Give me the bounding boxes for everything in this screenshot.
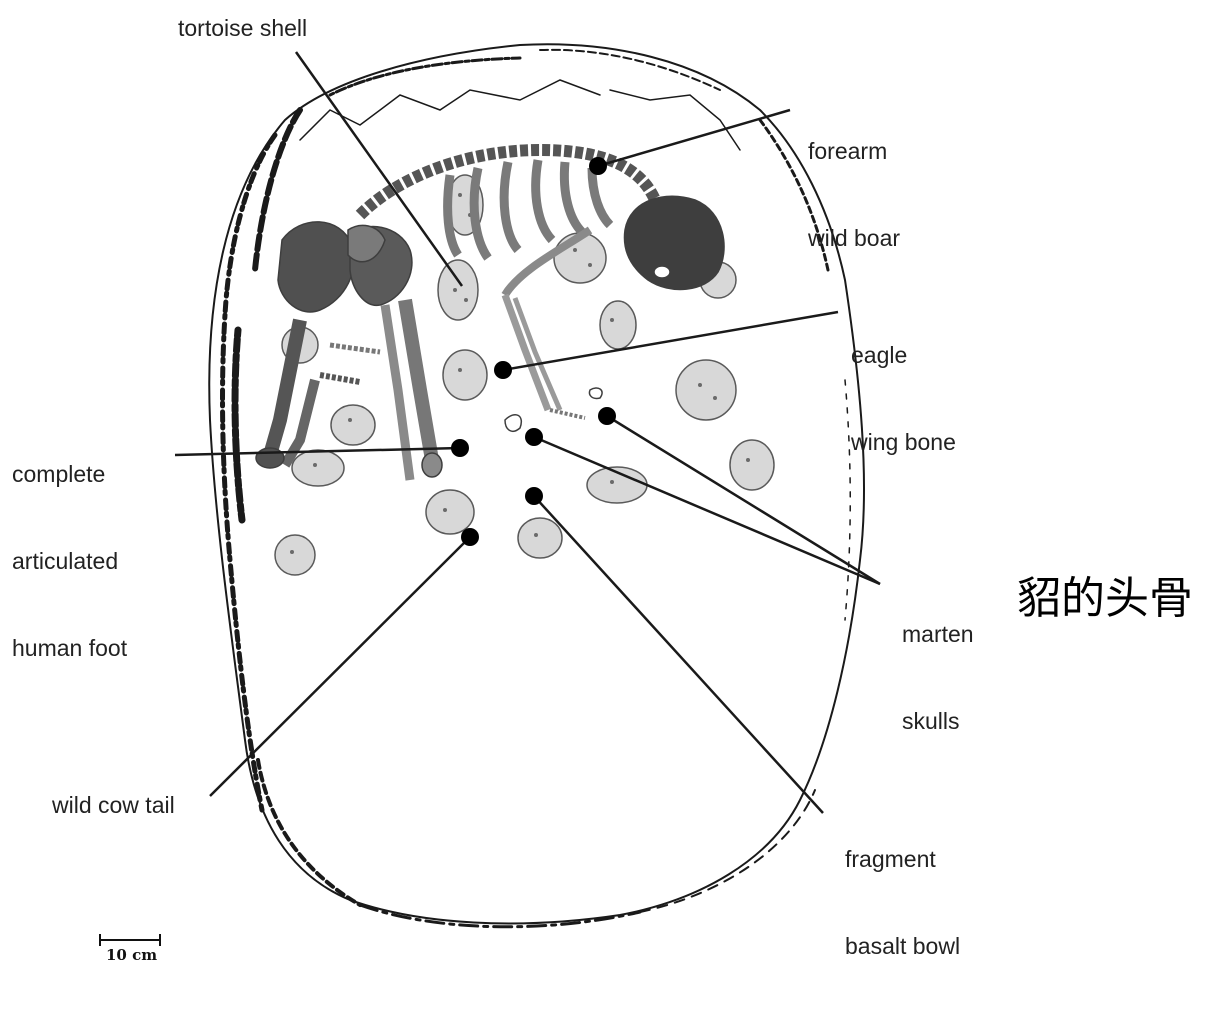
stone — [600, 301, 636, 349]
label-eagle: eagle wing bone — [851, 283, 956, 515]
label-wild-cow-tail: wild cow tail — [52, 791, 175, 820]
label-eagle-line2: wing bone — [851, 428, 956, 457]
stone — [518, 518, 562, 558]
stone — [275, 535, 315, 575]
label-forearm: forearm wild boar — [808, 79, 900, 311]
label-marten-chinese: 貂的头骨 — [1017, 574, 1193, 624]
stone — [331, 405, 375, 445]
stone — [676, 360, 736, 420]
pelvis-left — [278, 222, 354, 312]
label-fragment-line1: fragment — [845, 845, 960, 874]
leader-eagle — [503, 312, 838, 370]
dot-forearm — [589, 157, 607, 175]
scale-bar-label: 10 cm — [106, 946, 157, 964]
burial-diagram: tortoise shell forearm wild boar eagle w… — [0, 0, 1211, 967]
stone — [730, 440, 774, 490]
label-eagle-line1: eagle — [851, 341, 956, 370]
leader-forearm — [598, 110, 790, 166]
label-marten-line1: marten — [902, 620, 974, 649]
dot-marten-b — [598, 407, 616, 425]
label-fragment-line2: basalt bowl — [845, 932, 960, 961]
leader-fragment — [534, 496, 823, 813]
label-foot-line1: complete — [12, 460, 127, 489]
label-forearm-line1: forearm — [808, 137, 900, 166]
leader-cow — [210, 537, 470, 796]
arm-lower-2 — [515, 298, 560, 410]
stone — [426, 490, 474, 534]
small-bones — [589, 388, 602, 398]
label-fragment: fragment basalt bowl — [845, 787, 960, 1019]
label-marten: marten skulls — [902, 562, 974, 794]
burial-drawing — [0, 0, 1211, 967]
label-foot-line2: articulated — [12, 547, 127, 576]
skull-orbit — [654, 266, 670, 278]
dot-fragment — [525, 487, 543, 505]
knee-left — [256, 448, 284, 468]
dot-cow — [461, 528, 479, 546]
dot-foot — [451, 439, 469, 457]
dot-eagle — [494, 361, 512, 379]
dot-marten-a — [525, 428, 543, 446]
small-bones — [505, 415, 521, 432]
scale-bar — [100, 934, 160, 946]
label-tortoise-shell: tortoise shell — [178, 14, 307, 43]
right-hand — [330, 345, 380, 352]
label-forearm-line2: wild boar — [808, 224, 900, 253]
hand-bones — [550, 410, 585, 418]
left-foot — [320, 375, 360, 382]
knee-right — [422, 453, 442, 477]
stone — [438, 260, 478, 320]
stone — [292, 450, 344, 486]
arm-lower — [505, 295, 548, 410]
skull — [624, 196, 724, 289]
femur-right — [405, 300, 432, 460]
skeleton — [256, 150, 724, 480]
leader-marten-a — [534, 437, 880, 584]
label-human-foot: complete articulated human foot — [12, 402, 127, 721]
label-foot-line3: human foot — [12, 634, 127, 663]
stone — [443, 350, 487, 400]
label-marten-line2: skulls — [902, 707, 974, 736]
